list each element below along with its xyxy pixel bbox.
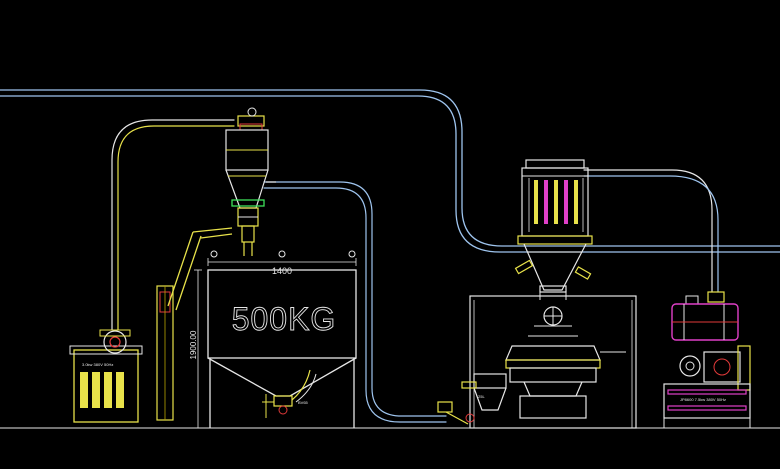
feed-pipe-left-inner — [117, 125, 235, 331]
main-vacuum-pipe-inner — [0, 95, 780, 253]
feed-hopper-label: 25L — [478, 394, 485, 399]
dust-collector — [514, 159, 593, 293]
exhaust-pipe — [583, 169, 713, 293]
conveying-pipes — [0, 89, 780, 423]
vibrating-screener — [469, 290, 637, 429]
feed-pipe-left — [111, 119, 235, 331]
main-vacuum-pipe — [0, 89, 780, 247]
bin-height-dimension: 1900.00 — [189, 330, 198, 359]
outlet-valve-label: BV65 — [298, 400, 309, 405]
bin-width-dimension: 1400 — [272, 266, 292, 276]
cabinet-spec-label: 3.0kw 380V 50Hz — [82, 362, 113, 367]
exhaust-pipe-inner — [583, 175, 719, 293]
vacuum-filter-unit: JP8600 7.5kw 380V 50Hz — [663, 291, 751, 428]
feed-hopper: 25L — [437, 373, 507, 425]
transfer-pipe-inner — [263, 187, 447, 423]
filter-unit-spec-label: JP8600 7.5kw 380V 50Hz — [680, 397, 726, 402]
control-cabinet: 3.0kw 380V 50Hz — [69, 329, 143, 423]
transfer-pipe — [263, 181, 447, 417]
vacuum-receiver — [225, 107, 276, 256]
screw-feeder-column — [156, 227, 233, 421]
hopper-capacity-label: 500KG — [232, 301, 337, 337]
storage-bin: BV65 — [194, 250, 357, 429]
